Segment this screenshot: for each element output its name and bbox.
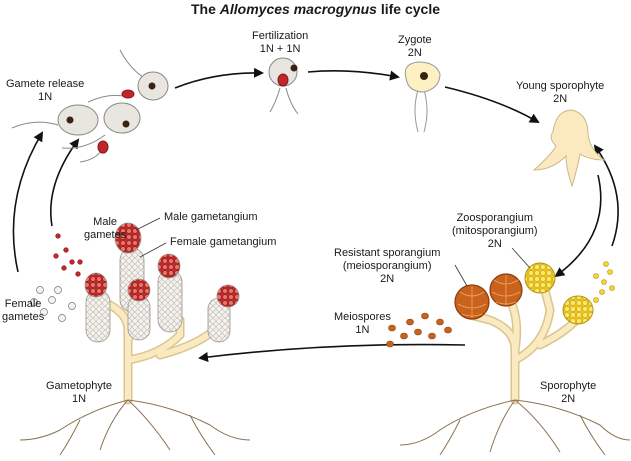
label-fertilization: Fertilization 1N + 1N [252, 30, 308, 56]
gamete-release-ploidy: 1N [38, 91, 53, 103]
gametophyte-text: Gametophyte [46, 380, 113, 392]
fertilization-ploidy: 1N + 1N [259, 43, 301, 55]
gamete-nucleus [148, 82, 156, 90]
arrow-fertilization-to-zygote [307, 69, 400, 81]
male-gametangium [216, 284, 240, 308]
label-female-gametangium: Female gametangium [170, 236, 276, 249]
gametophyte-roots [19, 399, 251, 456]
gamete-release-text: Gamete release [6, 78, 85, 90]
young-sporophyte-shape [532, 109, 606, 188]
label-resistant-sporangium: Resistant sporangium (meiosporangium) 2N [334, 247, 440, 286]
female-gamete-flagellum [11, 121, 59, 129]
meiospores-ploidy: 1N [355, 324, 370, 336]
arrow-female-to-release [12, 131, 44, 273]
label-male-gametes: Male gametes [84, 216, 126, 242]
male-gamete [121, 89, 135, 99]
zygote-ploidy: 2N [407, 47, 422, 59]
arrow-sporophyte-to-young-sporophyte [593, 144, 619, 247]
male-gametangium [127, 278, 151, 302]
label-young-sporophyte: Young sporophyte 2N [516, 80, 604, 106]
male-gametangium [114, 222, 142, 254]
young-sporophyte-text: Young sporophyte [516, 80, 605, 92]
zygote-text: Zygote [398, 34, 432, 46]
arrow-zygote-to-young-sporophyte [444, 86, 540, 124]
resistant-sporangium-subtext: (meiosporangium) [342, 260, 432, 272]
title-species: Allomyces macrogynus [219, 1, 377, 17]
zygote-nucleus [420, 72, 428, 80]
diagram-title: The Allomyces macrogynus life cycle [0, 1, 631, 17]
fertilization-cell [268, 57, 299, 115]
sporophyte-text: Sporophyte [540, 380, 597, 392]
male-gamete [97, 140, 109, 154]
label-gametophyte: Gametophyte 1N [46, 380, 112, 406]
zoosporangium-ploidy: 2N [487, 238, 502, 250]
male-gametes-text-2: gametes [84, 229, 127, 241]
female-gametangium [127, 295, 151, 341]
sporophyte-roots [399, 399, 631, 456]
female-gametes-text-2: gametes [2, 311, 45, 323]
zygote-cell [404, 61, 441, 133]
female-gamete-flagellum [61, 134, 106, 149]
released-zoospores [593, 261, 615, 303]
title-prefix: The [191, 1, 220, 17]
label-sporophyte: Sporophyte 2N [540, 380, 596, 406]
title-suffix: life cycle [376, 1, 440, 17]
label-zoosporangium: Zoosporangium (mitosporangium) 2N [452, 212, 538, 251]
fertilization-text: Fertilization [252, 30, 309, 42]
label-zygote: Zygote 2N [398, 34, 432, 60]
sporophyte-ploidy: 2N [561, 393, 576, 405]
male-gamete-flagellum [87, 94, 129, 103]
female-gametangium [85, 289, 111, 343]
gamete-nucleus [122, 120, 130, 128]
gamete-nucleus [66, 116, 74, 124]
sporangia [454, 262, 594, 325]
label-gamete-release: Gamete release 1N [6, 78, 84, 104]
label-female-gametes: Female gametes [2, 298, 44, 324]
male-gametangium-text: Male gametangium [164, 211, 258, 223]
male-gametangium [84, 272, 108, 298]
male-gametangium [157, 253, 181, 279]
leader-lines [135, 217, 531, 287]
gamete-release-cells [11, 49, 169, 163]
arrow-young-to-zoosporangium [554, 174, 602, 278]
gamete-nucleus [290, 64, 298, 72]
label-meiospores: Meiospores 1N [334, 311, 391, 337]
arrow-sporophyte-to-gametophyte [198, 343, 466, 362]
male-gamete-flagellum [79, 149, 103, 163]
female-gametangium-text: Female gametangium [170, 236, 277, 248]
young-sporophyte-ploidy: 2N [553, 93, 568, 105]
male-gametes-text: Male [93, 216, 118, 228]
cycle-arrows [12, 67, 619, 362]
female-gamete [57, 104, 99, 136]
female-gametangium [157, 269, 183, 333]
resistant-sporangium-ploidy: 2N [380, 273, 395, 285]
zoosporangium-subtext: (mitosporangium) [452, 225, 538, 237]
female-gamete [103, 102, 141, 134]
arrow-release-to-fertilization [174, 67, 264, 89]
meiospores-group [386, 312, 452, 348]
gametangia [84, 222, 240, 343]
label-male-gametangium: Male gametangium [164, 211, 258, 224]
meiospores-text: Meiospores [334, 311, 391, 323]
zoosporangium-text: Zoosporangium [456, 212, 534, 224]
fusing-male-gamete [277, 73, 289, 87]
zoosporangium [562, 295, 594, 325]
escaping-male-gametes [53, 233, 83, 277]
gametophyte-ploidy: 1N [71, 393, 87, 405]
arrow-male-to-release [50, 138, 80, 227]
zoosporangium [524, 262, 556, 294]
female-gametes-text: Female [4, 298, 42, 310]
resistant-sporangium-text: Resistant sporangium [334, 247, 441, 259]
escaping-female-gametes [30, 286, 76, 322]
